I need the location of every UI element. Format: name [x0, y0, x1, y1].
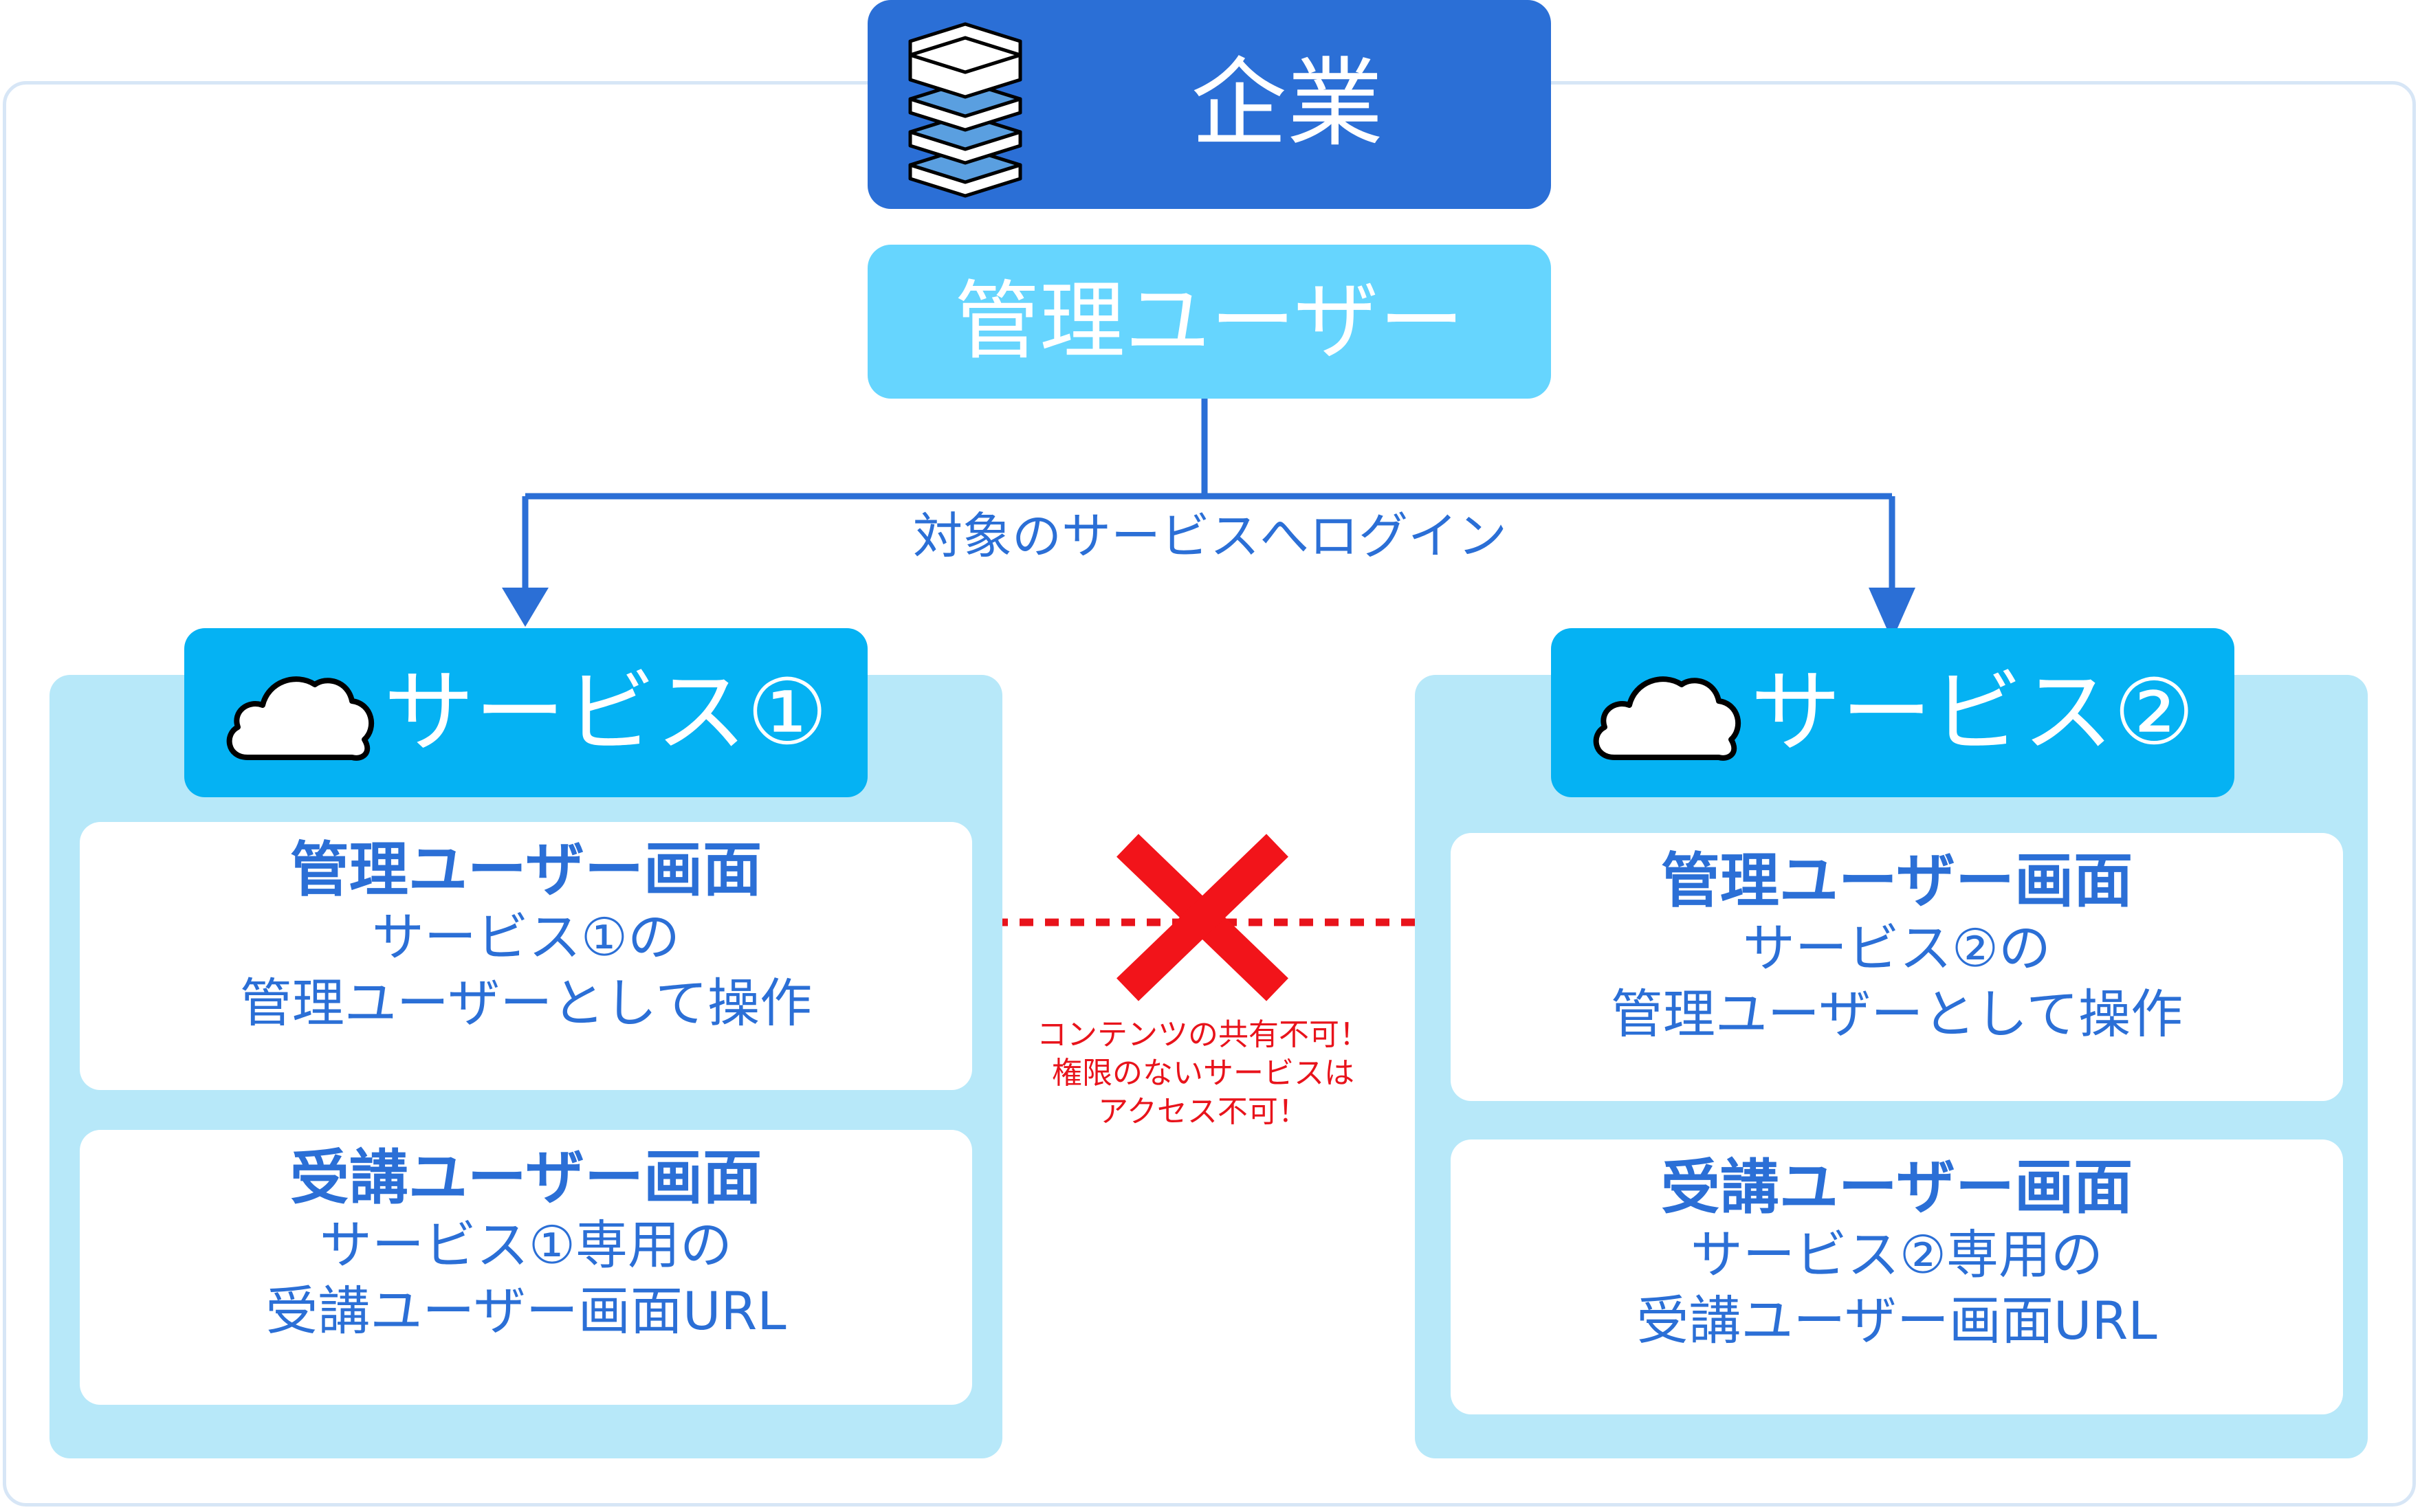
service-title-2: サービス② — [1750, 660, 2195, 766]
learner-screen-title-2: 受講ユーザー画面 — [1660, 1153, 2133, 1222]
cloud-icon — [1593, 676, 1741, 761]
warning-line-1: コンテンツの共有不可！ — [1037, 1017, 1370, 1052]
learner-screen-card-1: 受講ユーザー画面 サービス①専用の 受講ユーザー画面URL — [80, 1130, 972, 1405]
admin-user-box: 管理ユーザー — [868, 245, 1551, 399]
admin-screen-line2-2: 管理ユーザーとして操作 — [1610, 983, 2184, 1045]
admin-screen-line1-2: サービス②の — [1742, 918, 2052, 979]
learner-screen-line2-1: 受講ユーザー画面URL — [265, 1280, 786, 1342]
warning-text: コンテンツの共有不可！ 権限のないサービスは アクセス不可！ — [962, 1016, 1444, 1131]
cloud-icon — [226, 676, 375, 761]
warning-line-3: アクセス不可！ — [1098, 1094, 1308, 1129]
company-box: 企業 — [868, 0, 1551, 209]
service-header-1: サービス① — [184, 628, 868, 797]
admin-screen-card-1: 管理ユーザー画面 サービス①の 管理ユーザーとして操作 — [80, 822, 972, 1090]
learner-screen-line1-2: サービス②専用の — [1690, 1224, 2104, 1285]
admin-screen-title-1: 管理ユーザー画面 — [289, 836, 762, 904]
building-stack-icon — [908, 22, 1022, 198]
company-label: 企業 — [1190, 48, 1383, 160]
service-header-2: サービス② — [1551, 628, 2234, 797]
admin-screen-title-2: 管理ユーザー画面 — [1660, 847, 2133, 915]
login-label: 対象のサービスへログイン — [791, 502, 1629, 570]
learner-screen-line2-2: 受講ユーザー画面URL — [1636, 1290, 2157, 1351]
learner-screen-title-1: 受講ユーザー画面 — [289, 1144, 762, 1212]
admin-screen-card-2: 管理ユーザー画面 サービス②の 管理ユーザーとして操作 — [1451, 833, 2343, 1101]
warning-line-2: 権限のないサービスは — [1052, 1056, 1354, 1091]
service-title-1: サービス① — [384, 660, 828, 766]
admin-screen-line2-1: 管理ユーザーとして操作 — [239, 972, 813, 1034]
learner-screen-card-2: 受講ユーザー画面 サービス②専用の 受講ユーザー画面URL — [1451, 1139, 2343, 1414]
learner-screen-line1-1: サービス①専用の — [319, 1214, 733, 1276]
admin-screen-line1-1: サービス①の — [371, 907, 681, 968]
